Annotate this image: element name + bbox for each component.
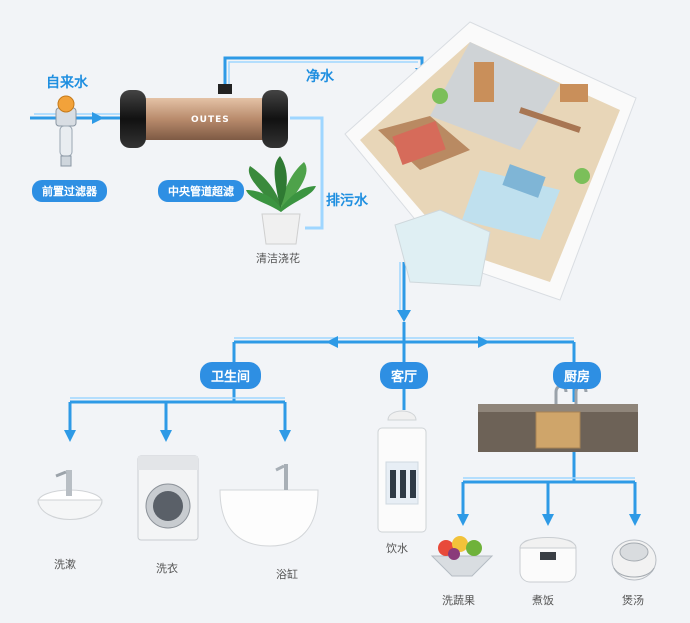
water-flowers-label: 清洁浇花 <box>256 252 300 265</box>
house-floorplan <box>344 21 637 301</box>
washing-machine <box>137 455 199 541</box>
pre-filter-badge: 前置过滤器 <box>32 180 107 202</box>
washbasin-label: 洗漱 <box>54 558 76 571</box>
potted-plant <box>246 156 316 245</box>
kitchen-badge: 厨房 <box>553 362 602 389</box>
drinking-label: 饮水 <box>386 542 408 555</box>
tap-water-label: 自来水 <box>46 75 88 91</box>
pre-filter-device <box>55 95 77 167</box>
living-room-badge: 客厅 <box>380 362 429 389</box>
bathroom-pipe <box>64 384 291 442</box>
cook-rice-label: 煮饭 <box>532 594 554 607</box>
soup-pot <box>611 539 657 581</box>
bathroom-badge: 卫生间 <box>200 362 262 389</box>
soup-label: 煲汤 <box>622 594 644 607</box>
bathtub <box>219 464 319 547</box>
waste-water-label: 排污水 <box>326 193 368 209</box>
clean-water-label: 净水 <box>306 69 334 85</box>
central-filter-badge: 中央管道超滤 <box>158 180 244 202</box>
kitchen-pipe <box>457 384 641 526</box>
rice-cooker <box>519 537 577 583</box>
main-distribution-pipe <box>232 262 576 362</box>
brand-logo: OUTES <box>191 115 230 125</box>
central-filter-device <box>120 84 288 148</box>
laundry-label: 洗衣 <box>156 562 178 575</box>
fruit-bowl <box>430 536 494 577</box>
inlet-arrow <box>92 112 104 124</box>
wash-vegetables-label: 洗蔬果 <box>442 594 475 607</box>
kitchen-counter <box>478 384 638 452</box>
waste-water-pipe <box>290 116 324 230</box>
water-dispenser <box>377 410 427 533</box>
bathtub-label: 浴缸 <box>276 568 298 581</box>
washbasin <box>37 470 103 520</box>
